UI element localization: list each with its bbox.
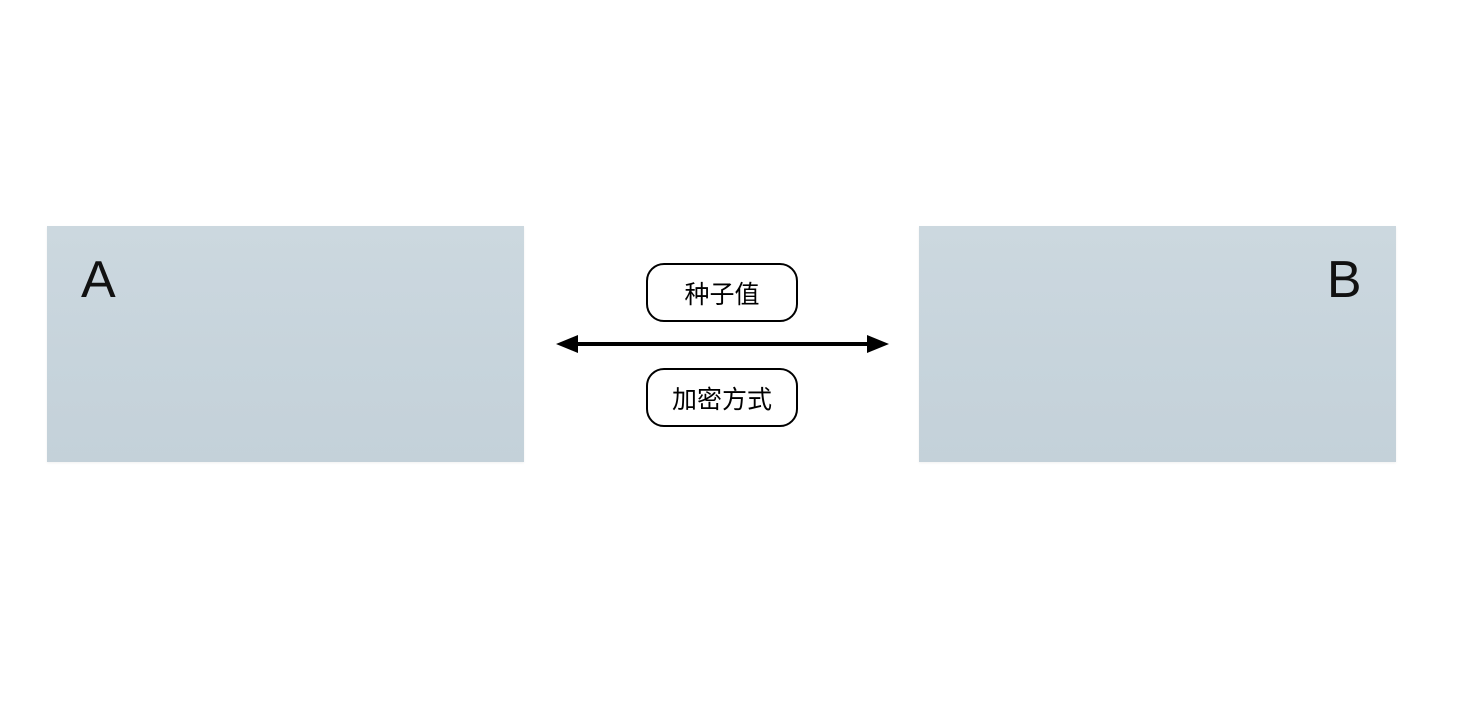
connector-label-top: 种子值: [646, 263, 798, 322]
arrowhead-right-icon: [867, 335, 889, 353]
node-a-label: A: [81, 251, 117, 309]
connector-label-top-text: 种子值: [684, 280, 760, 309]
connector-label-bottom-text: 加密方式: [671, 385, 772, 414]
node-b: B: [919, 226, 1396, 462]
arrowhead-left-icon: [556, 335, 578, 353]
node-b-label: B: [1326, 251, 1362, 309]
connector-label-bottom: 加密方式: [646, 368, 798, 427]
node-a: A: [47, 226, 524, 462]
